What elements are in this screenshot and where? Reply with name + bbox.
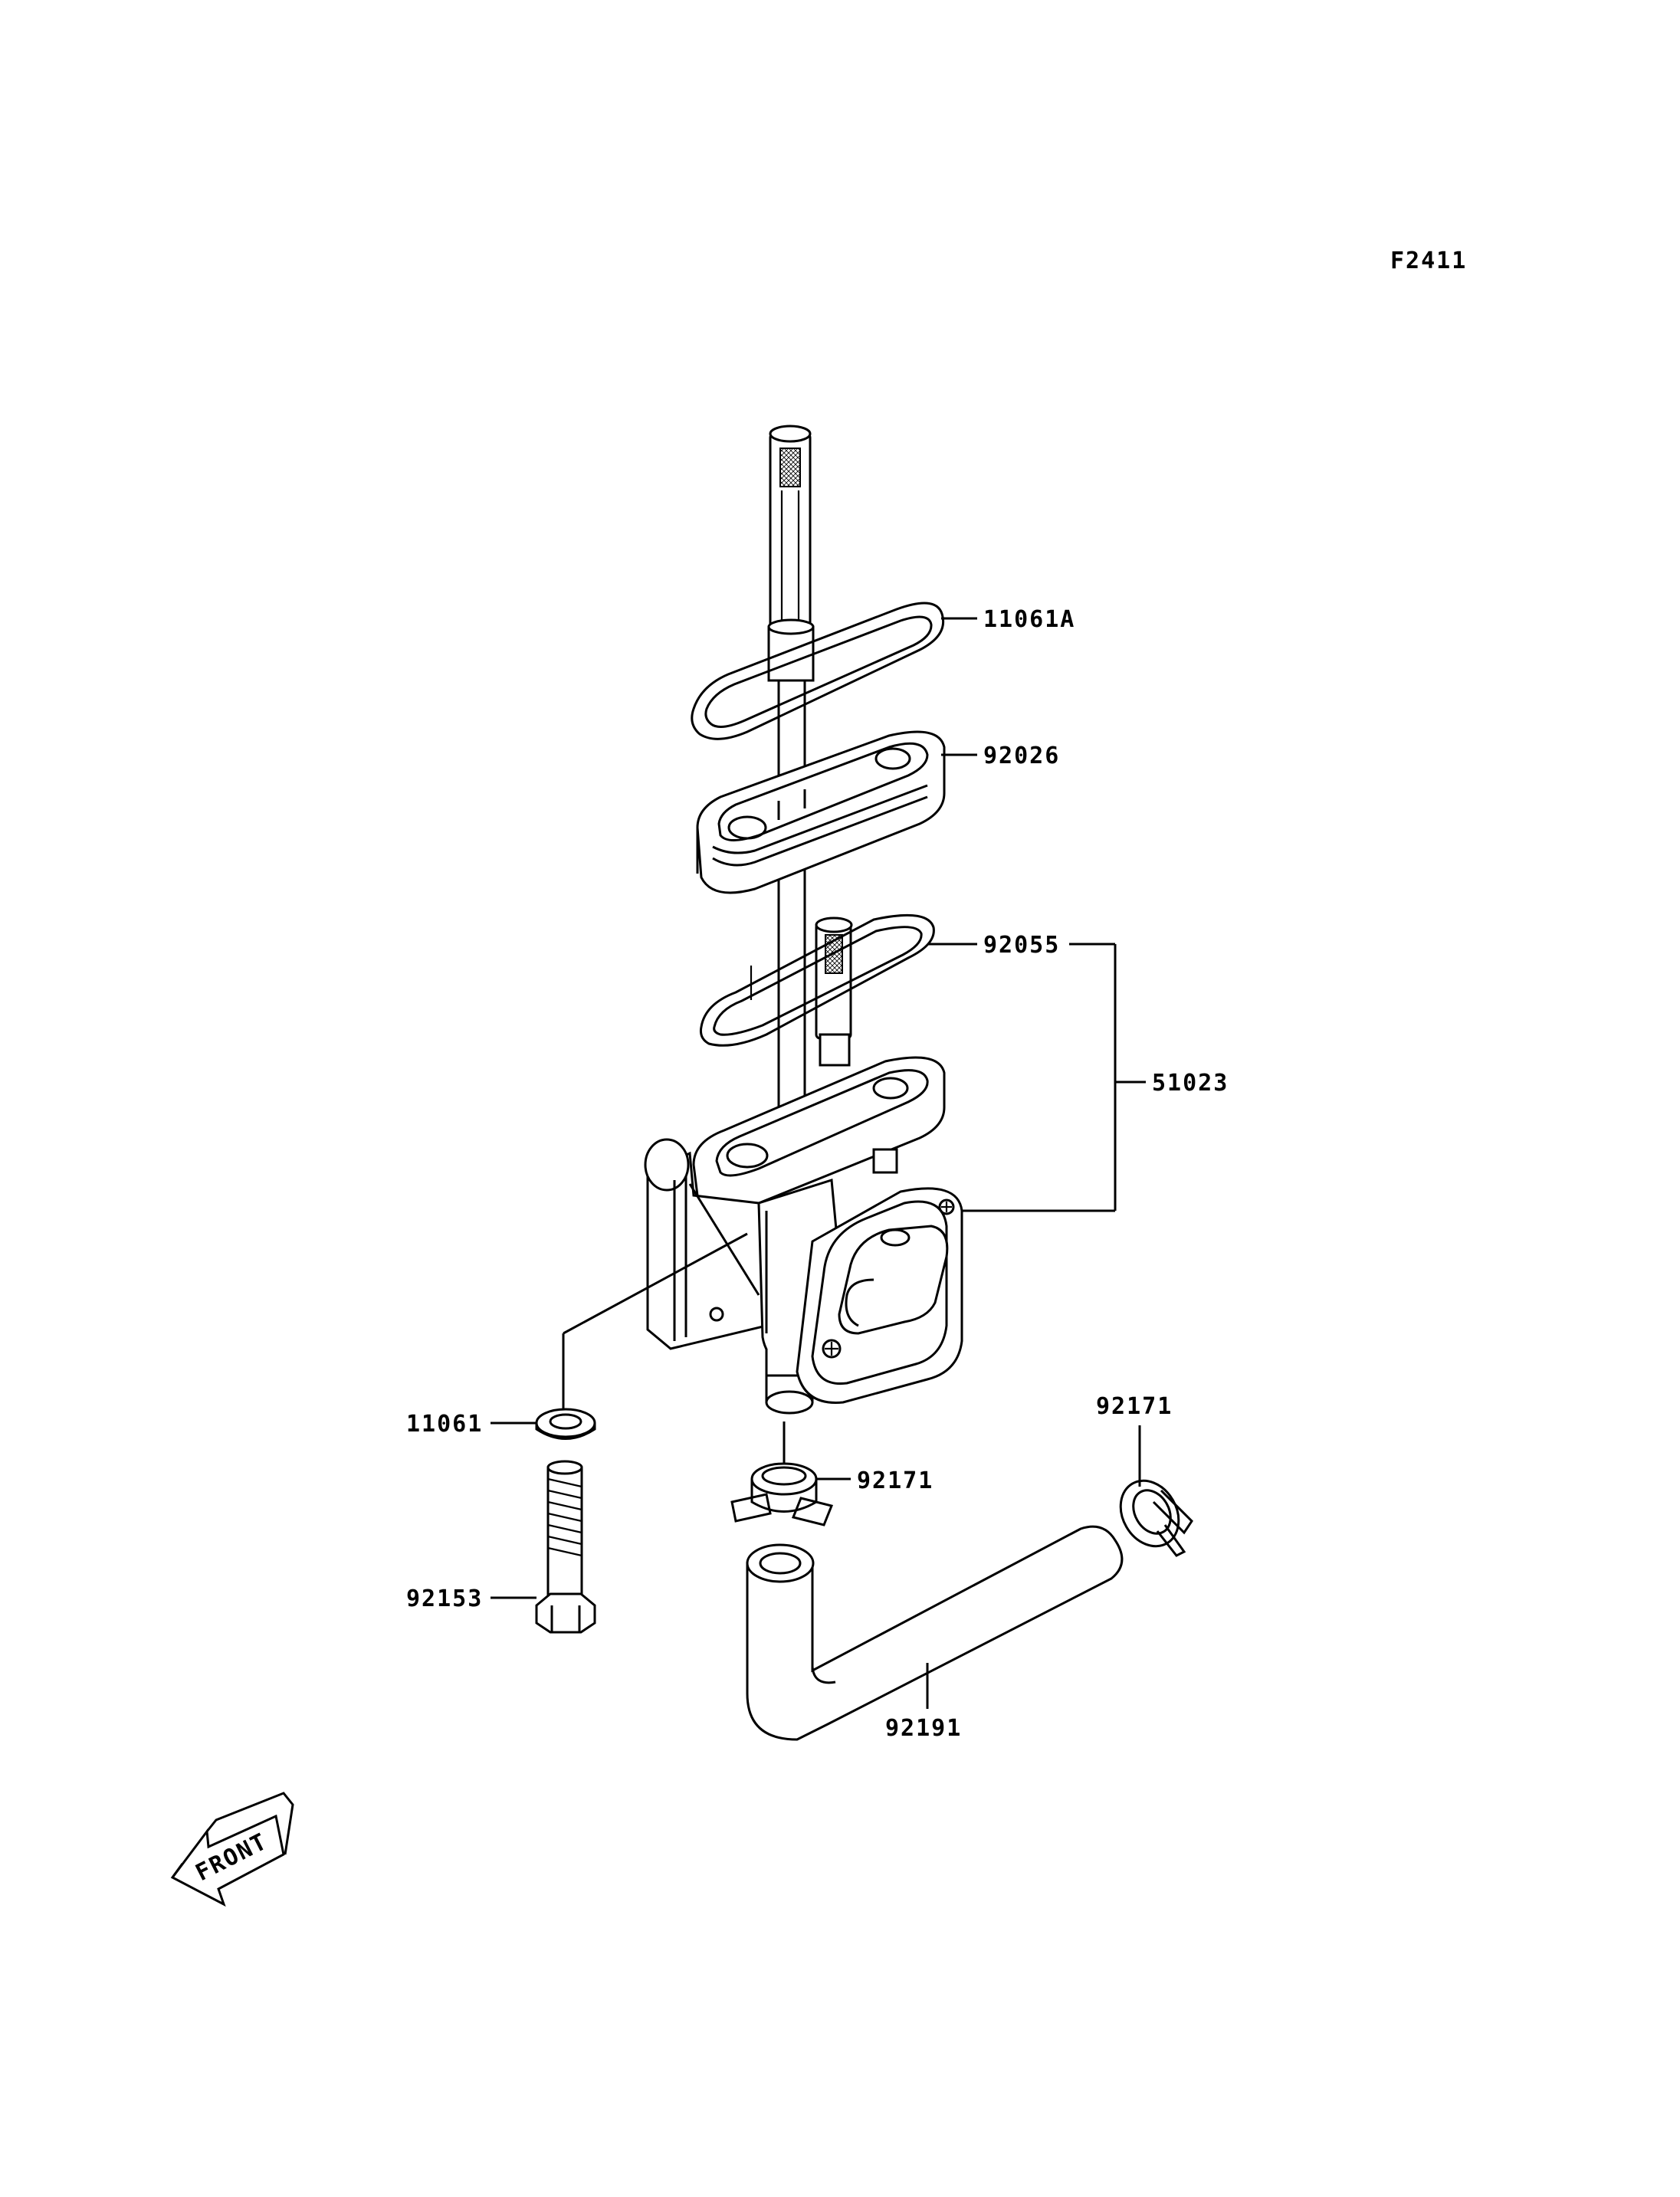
filter-plate-92026 xyxy=(696,730,946,894)
callout-11061a: 11061A xyxy=(983,606,1075,633)
callout-92171-right: 92171 xyxy=(1096,1393,1173,1420)
fuel-filter-tube xyxy=(767,425,815,1142)
callout-92171-lower: 92171 xyxy=(857,1467,934,1494)
bolt-92153 xyxy=(535,1460,596,1634)
hose-92191 xyxy=(746,1525,1124,1741)
front-arrow-icon: FRONT xyxy=(170,1792,294,1907)
callout-51023: 51023 xyxy=(1152,1070,1229,1097)
callout-92191: 92191 xyxy=(885,1715,962,1742)
leader-lines xyxy=(491,617,1146,1709)
callout-92153: 92153 xyxy=(406,1585,483,1612)
reserve-filter-tube xyxy=(815,917,853,1067)
oring-92055 xyxy=(700,913,935,1047)
callout-92026: 92026 xyxy=(983,743,1060,769)
clamp-92171-lower xyxy=(730,1462,834,1526)
callout-92055: 92055 xyxy=(983,932,1060,959)
figure-code: F2411 xyxy=(1390,248,1467,274)
callout-11061: 11061 xyxy=(406,1411,483,1438)
gasket-11061a xyxy=(691,602,945,740)
fuel-cock-51023 xyxy=(644,1056,963,1415)
washer-11061 xyxy=(535,1408,596,1440)
clamp-92171-right xyxy=(1119,1479,1193,1557)
